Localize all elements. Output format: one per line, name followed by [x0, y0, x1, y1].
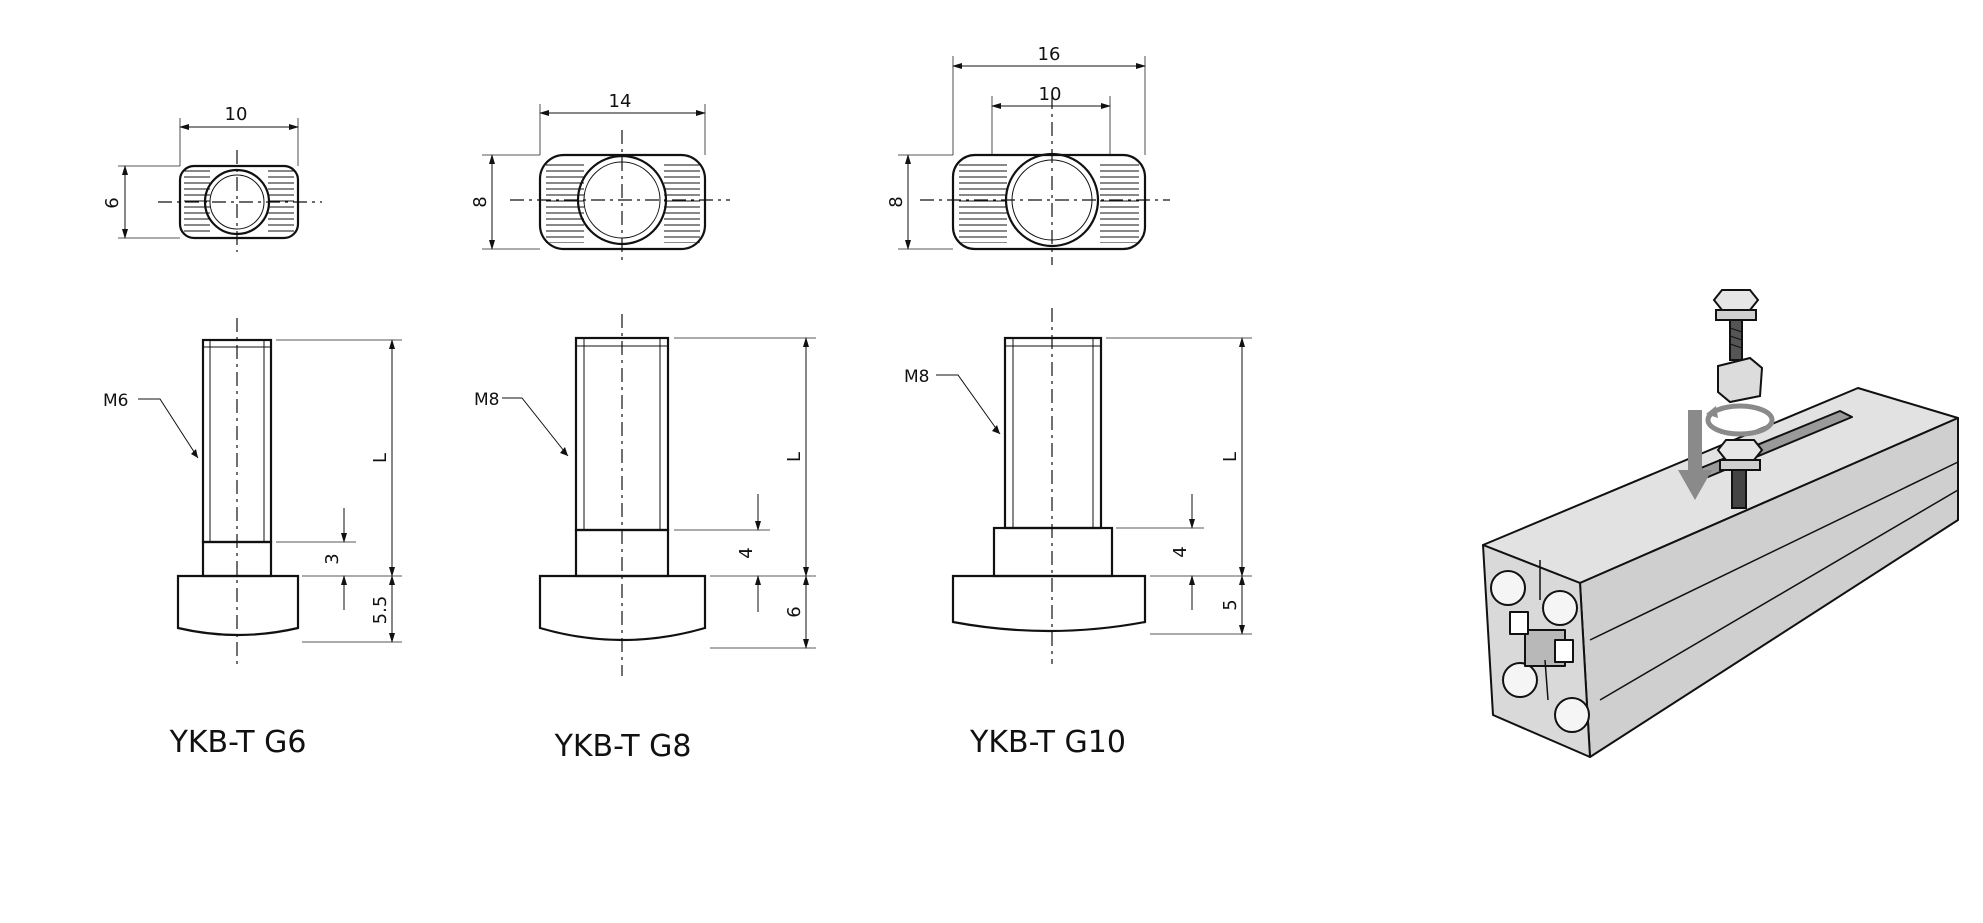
g8-width-label: 14: [609, 91, 632, 112]
g8-side-view: M8 L 4 6: [474, 314, 816, 676]
hatching: [959, 161, 1007, 243]
g10-head-thickness-label: 5: [1220, 599, 1241, 610]
g6-head-thickness-label: 5.5: [370, 596, 391, 625]
t-bolt-installed: [1716, 439, 1764, 509]
g8-length-label: L: [784, 452, 805, 462]
g10-length-label: L: [1220, 452, 1241, 462]
hatching: [1100, 161, 1139, 243]
g6-thread-label: M6: [103, 391, 128, 411]
g6-length-label: L: [370, 453, 391, 463]
g10-inner-width-label: 10: [1039, 84, 1062, 105]
g8-height-label: 8: [470, 196, 491, 207]
g10-neck-label: 4: [1170, 546, 1191, 557]
g8-title: YKB-T G8: [554, 729, 692, 764]
assembly-illustration: [1482, 289, 1959, 758]
g10-height-label: 8: [886, 196, 907, 207]
g6-width-label: 10: [225, 104, 248, 125]
insert-arrow-icon: [1678, 410, 1712, 500]
g8-thread-label: M8: [474, 390, 499, 410]
g6-title: YKB-T G6: [169, 725, 307, 760]
rotate-arrow-icon: [1705, 403, 1775, 437]
g6-height-label: 6: [102, 197, 123, 208]
g8-neck-label: 4: [736, 547, 757, 558]
g6-side-view: M6 L 3 5.5: [103, 318, 402, 664]
g10-width-label: 16: [1038, 44, 1061, 65]
part-g10: 16 10 8 M8 L: [886, 44, 1252, 760]
g8-head-thickness-label: 6: [784, 606, 805, 617]
hatching: [664, 161, 700, 243]
g10-title: YKB-T G10: [969, 725, 1126, 760]
g10-thread-label: M8: [904, 367, 929, 387]
g10-side-view: M8 L 4 5: [904, 308, 1252, 664]
part-g6: 10 6 M6 L: [102, 104, 402, 760]
g6-neck-label: 3: [322, 553, 343, 564]
g8-top-view: 14 8: [470, 91, 730, 265]
aluminum-profile: [1482, 387, 1959, 758]
g10-top-view: 16 10 8: [886, 44, 1170, 265]
g6-top-view: 10 6: [102, 104, 322, 252]
part-g8: 14 8 M8 L 4 6: [470, 91, 816, 764]
t-bolt-top: [1712, 289, 1764, 404]
